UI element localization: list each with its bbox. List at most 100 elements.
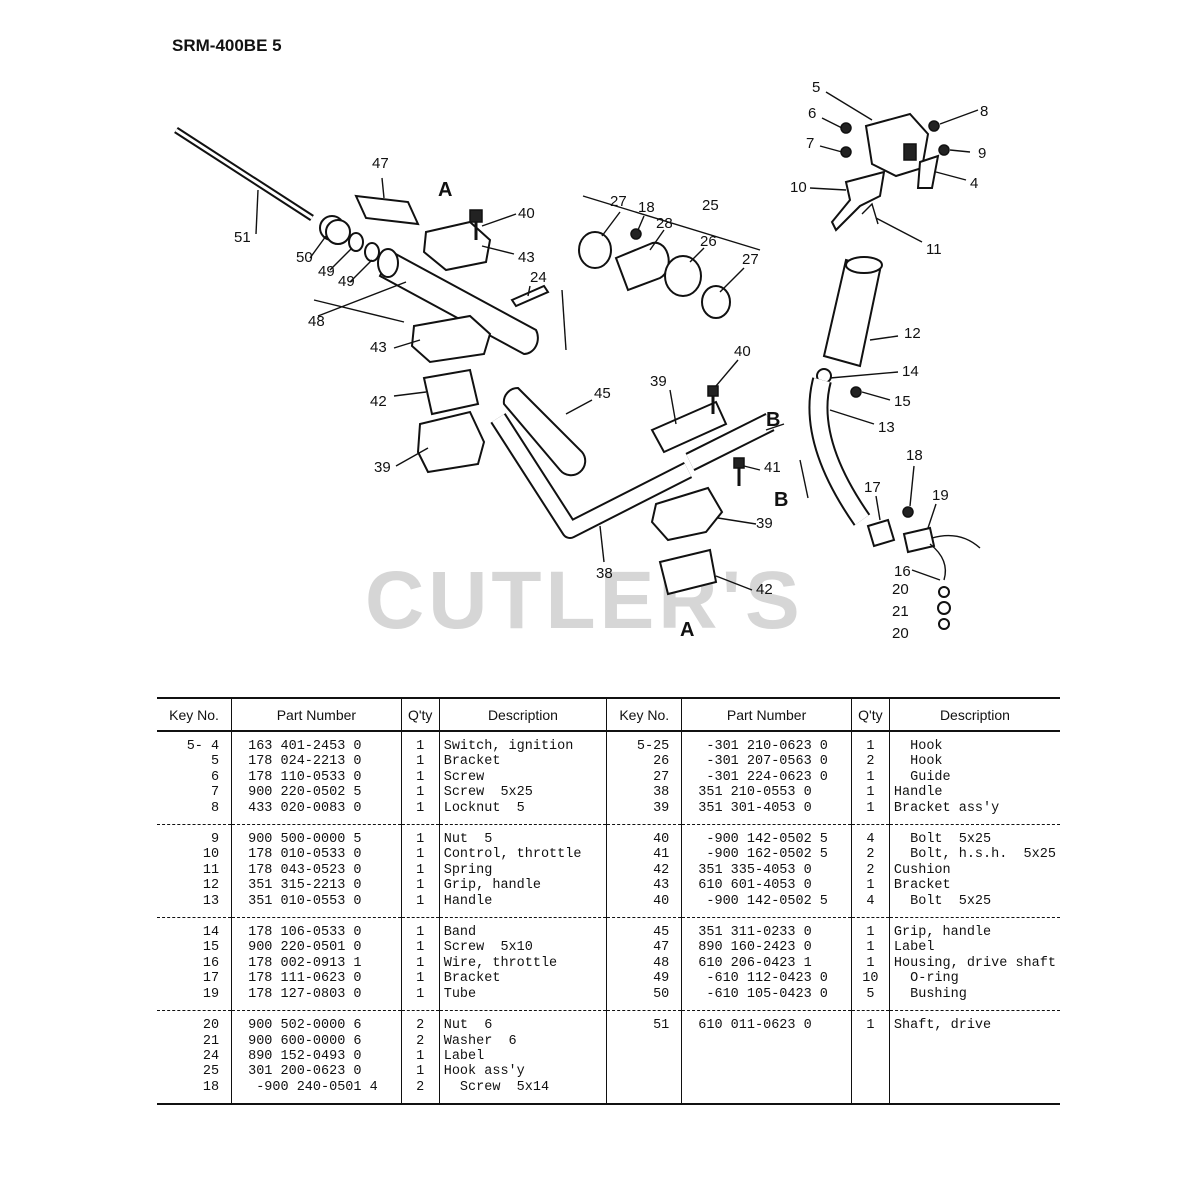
qty-cell: 4 2 2 1 4 [850,824,890,919]
bracket-part [416,410,486,474]
callout-42: 42 [370,393,387,410]
callout-39: 39 [650,373,667,390]
callout-4: 4 [970,175,978,192]
qty-cell: 1 1 1 1 1 [400,917,440,1012]
handle-part [808,377,871,526]
screw-part [630,228,642,240]
part-number-cell: 610 011-0623 0 [681,1010,852,1106]
part-number-cell: 178 106-0533 0 900 220-0501 0 178 002-09… [231,917,402,1012]
callout-10: 10 [790,179,807,196]
key-no-cell: 51 [606,1010,682,1106]
page-title: SRM-400BE 5 [172,36,282,55]
guide-part [701,285,731,319]
description-cell: Bolt 5x25 Bolt, h.s.h. 5x25 Cushion Brac… [888,824,1060,919]
column-header-key-no: Key No. [157,697,232,732]
bolt-part [469,209,483,240]
description-cell: Nut 6 Washer 6 Label Hook ass'y Screw 5x… [438,1010,607,1106]
bolt-part [707,385,719,414]
description-cell: Hook Hook Guide Handle Bracket ass'y [888,731,1060,826]
description-cell: Switch, ignition Bracket Screw Screw 5x2… [438,731,607,826]
callout-11: 11 [926,241,942,258]
cushion-part [658,548,718,596]
screw-part [902,506,914,518]
part-number-cell: 900 502-0000 6 900 600-0000 6 890 152-04… [231,1010,402,1106]
qty-cell: 1 [850,1010,890,1106]
bracket-part [650,486,724,542]
bracket-part [866,518,896,548]
qty-cell: 1 1 1 10 5 [850,917,890,1012]
exploded-parts-diagram: CUTLER'S [174,79,988,646]
screw-part [840,122,852,134]
key-no-cell: 45 47 48 49 50 [606,917,682,1012]
callout-27: 27 [742,251,759,268]
reference-b: B [774,489,788,511]
column-header-qty: Q'ty [850,697,890,732]
callout-9: 9 [978,145,986,162]
column-header-description: Description [438,697,607,732]
callout-16: 16 [894,563,911,580]
callout-18: 18 [638,199,655,216]
qty-cell: 1 1 1 1 1 [400,824,440,919]
leader-lines [255,91,979,591]
callout-18: 18 [906,447,923,464]
description-cell: Nut 5 Control, throttle Spring Grip, han… [438,824,607,919]
callout-43: 43 [518,249,535,266]
callout-40: 40 [518,205,535,222]
callout-25: 25 [702,197,719,214]
ignition-switch-part [916,154,940,189]
screw-part [850,386,862,398]
column-header-key-no: Key No. [606,697,682,732]
handle-bar-part [490,413,693,539]
callout-40: 40 [734,343,751,360]
hook-part [614,241,670,292]
part-number-cell: -900 142-0502 5 -900 162-0502 5 351 335-… [681,824,852,919]
column-header-part-number: Part Number [231,697,402,732]
callout-42: 42 [756,581,773,598]
drive-shaft-housing-part [377,248,539,356]
spring-part [861,202,879,225]
cushion-part [422,368,480,416]
callout-48: 48 [308,313,325,330]
reference-a: A [438,179,452,201]
callout-19: 19 [932,487,949,504]
callout-20: 20 [892,581,909,598]
qty-cell: 2 2 1 1 2 [400,1010,440,1106]
callout-27: 27 [610,193,627,210]
throttle-wire-part [929,534,981,581]
bolt-part [733,457,745,486]
callout-17: 17 [864,479,881,496]
screw-part [840,146,852,158]
callout-45: 45 [594,385,611,402]
washer-part [937,601,951,615]
parts-list-table: Key No. Part Number Q'ty Description Key… [157,697,1060,1106]
nut-part [938,144,950,156]
callout-13: 13 [878,419,895,436]
key-no-cell: 9 10 11 12 13 [157,824,232,919]
locknut-part [928,120,940,132]
throttle-control-part [830,170,886,232]
bracket-top-part [422,220,492,272]
callout-6: 6 [808,105,816,122]
label-part [354,194,420,226]
column-header-part-number: Part Number [681,697,852,732]
watermark: CUTLER'S [365,555,804,646]
table-row: 20 21 24 25 18 900 502-0000 6 900 600-00… [157,1010,1060,1106]
guide-part [578,231,612,269]
ignition-switch-part [903,143,917,161]
nut-part [938,586,950,598]
part-number-cell: -301 210-0623 0 -301 207-0563 0 -301 224… [681,731,852,826]
description-cell: Shaft, drive [888,1010,1060,1106]
table-header-row: Key No. Part Number Q'ty Description Key… [157,697,1060,732]
key-no-cell: 5-25 26 27 38 39 [606,731,682,826]
key-no-cell: 20 21 24 25 18 [157,1010,232,1106]
handle-tube-part [685,413,775,471]
callout-47: 47 [372,155,389,172]
callout-49: 49 [338,273,355,290]
callout-49: 49 [318,263,335,280]
reference-b: B [766,409,780,431]
callout-43: 43 [370,339,387,356]
hook-part [664,255,702,297]
callout-20: 20 [892,625,909,642]
grip-handle-part [822,256,883,368]
